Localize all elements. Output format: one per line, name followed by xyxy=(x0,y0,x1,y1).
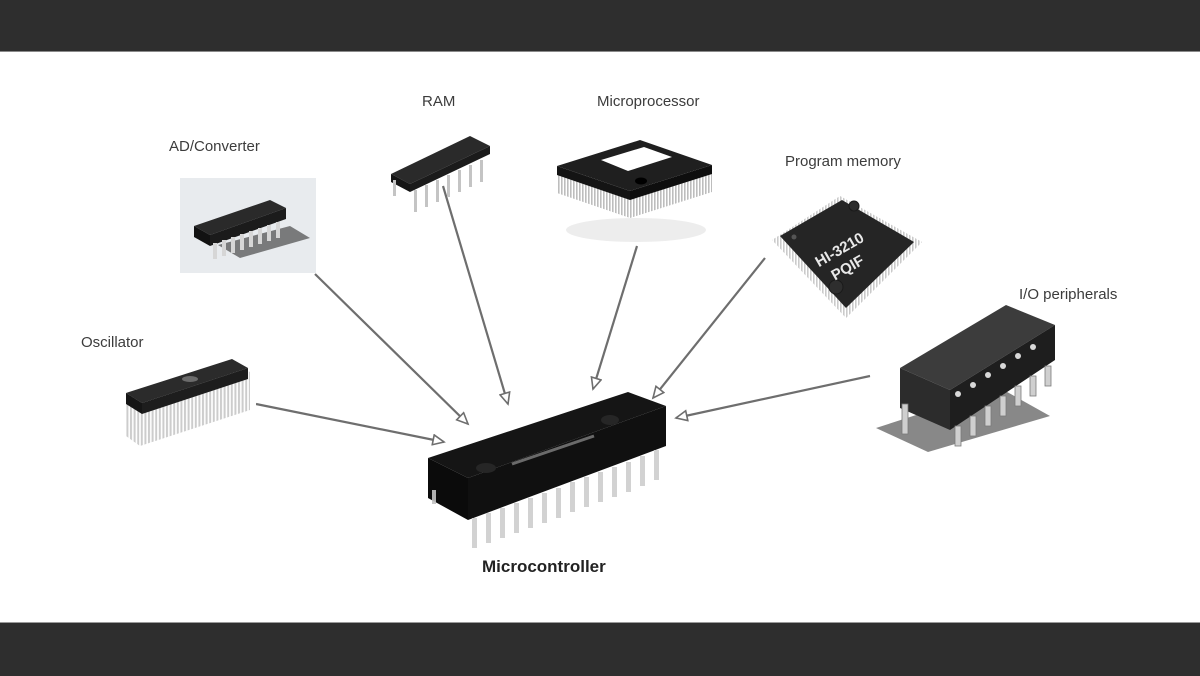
oscillator-chip-icon[interactable] xyxy=(118,356,256,456)
arrow-io-peripherals xyxy=(676,374,871,418)
arrows xyxy=(255,185,871,442)
label-microcontroller: Microcontroller xyxy=(482,557,606,576)
arrow-oscillator xyxy=(255,402,444,442)
top-frame-bar xyxy=(0,0,1200,52)
label-oscillator: Oscillator xyxy=(81,334,144,351)
label-ad-converter: AD/Converter xyxy=(169,138,260,155)
label-program-memory: Program memory xyxy=(785,153,901,170)
arrow-ram xyxy=(441,185,508,404)
label-ram: RAM xyxy=(422,93,456,110)
arrow-ad-converter xyxy=(314,273,468,424)
microcontroller-chip-logo xyxy=(511,434,595,466)
microprocessor-chip-icon[interactable] xyxy=(557,140,712,242)
bottom-frame-bar xyxy=(0,622,1200,676)
arrow-microprocessor xyxy=(593,245,639,389)
io-peripherals-chip-icon[interactable] xyxy=(876,305,1055,452)
ram-chip-icon[interactable] xyxy=(391,136,490,212)
arrow-program-memory xyxy=(653,257,766,398)
program-memory-chip-icon[interactable]: HI-3210 PQIF xyxy=(772,196,922,318)
label-io-peripherals: I/O peripherals xyxy=(1019,286,1118,303)
ad-converter-chip-icon[interactable] xyxy=(180,178,316,273)
label-microprocessor: Microprocessor xyxy=(597,93,700,110)
microcontroller-chip-icon[interactable] xyxy=(428,392,666,548)
